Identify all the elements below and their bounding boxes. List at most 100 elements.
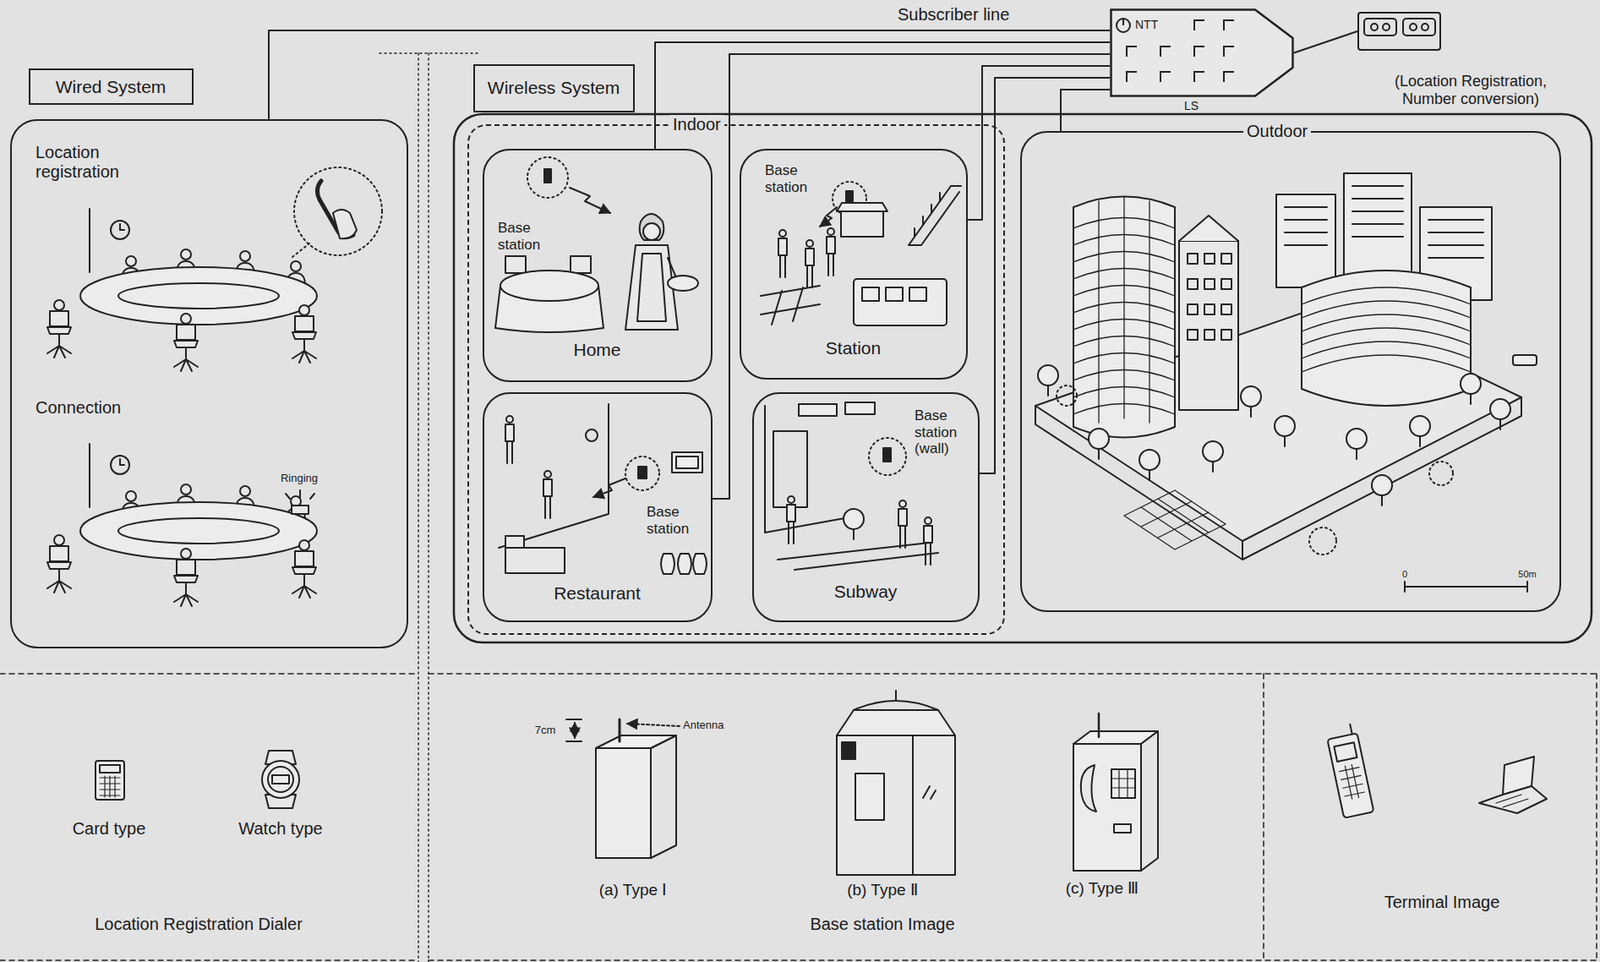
node-sublabel: Base station — [497, 219, 561, 253]
outdoor-scene-part — [1404, 581, 1528, 592]
base-station-images-part — [1141, 731, 1158, 871]
home-scene-part — [570, 256, 591, 274]
restaurant-scene-part — [638, 466, 647, 479]
station-scene-part — [908, 185, 962, 246]
base-station-images-part — [573, 722, 576, 738]
subscriber-line — [655, 42, 1110, 149]
home-scene-part — [639, 213, 665, 241]
subscriber-line — [268, 30, 1110, 120]
base-station-images-part — [627, 723, 680, 727]
line-label: Subscriber line — [897, 5, 1010, 25]
home-scene-part — [500, 270, 599, 301]
annotation-label: Card type — [72, 819, 147, 839]
home-scene-part — [544, 169, 552, 183]
station-scene-part — [885, 287, 903, 301]
outdoor-scene-part — [1179, 240, 1239, 410]
heading-box: Wired System — [28, 68, 194, 105]
base-station-images — [566, 690, 1158, 875]
outdoor-scene-part — [1346, 428, 1367, 459]
node-label: Outdoor — [1243, 121, 1311, 142]
terminal-images-part — [1325, 723, 1374, 819]
subway-scene-part — [798, 404, 837, 416]
conference-room-part-part — [120, 223, 125, 230]
restaurant-scene-part — [585, 429, 598, 442]
node-label: Home — [484, 339, 710, 361]
base-station-images-part — [595, 735, 677, 749]
annotation-label: 0 — [1402, 568, 1408, 580]
station-scene-part — [805, 240, 814, 288]
base-station-images-part — [922, 786, 936, 799]
scene-box: Subway Base station (wall) — [752, 392, 980, 623]
annotation-label: 50m — [1518, 568, 1536, 580]
outdoor-scene-part — [1276, 194, 1336, 288]
node-label: Subway — [753, 581, 978, 602]
outdoor-scene-part — [1179, 215, 1239, 241]
home-scene-part — [667, 275, 699, 291]
base-station-images-part — [618, 719, 622, 742]
conference-room-part — [285, 490, 315, 499]
conference-room-part — [333, 209, 357, 239]
divider-lines-part — [0, 673, 1597, 961]
outdoor-scene-part — [1124, 490, 1226, 550]
station-scene — [760, 181, 962, 326]
subscriber-line — [967, 65, 1110, 220]
annotation-label: Terminal Image — [1384, 892, 1501, 912]
exchange-symbol — [1111, 10, 1294, 97]
subway-scene-part — [898, 500, 907, 548]
subway-scene-part — [868, 437, 907, 476]
outdoor-scene-part — [1490, 398, 1511, 430]
exchange-symbol — [1116, 18, 1131, 33]
station-scene-part — [846, 191, 853, 202]
conference-room-part-part — [47, 311, 71, 358]
dialer-icons-part — [95, 760, 125, 800]
node-label: (Location Registration, Number conversio… — [1373, 72, 1568, 108]
divider-lines — [0, 53, 1597, 962]
terminal-images-part-part — [1349, 724, 1352, 735]
restaurant-scene-part — [593, 478, 626, 497]
station-scene-part — [836, 202, 888, 212]
restaurant-scene-part — [625, 456, 660, 491]
base-station-images-part — [1073, 743, 1142, 871]
database-icon — [1364, 18, 1436, 36]
base-station-images-part — [1081, 764, 1097, 812]
database-icon-part — [1409, 23, 1417, 31]
wireless-panel — [453, 114, 1592, 643]
base-station-images-part — [1097, 713, 1101, 738]
node-label: Wired System — [30, 76, 192, 98]
database-icon-part — [1421, 23, 1429, 31]
divider-lines-part — [379, 53, 480, 962]
conference-room-part-part — [80, 267, 317, 325]
exchange-node: NTTLS — [1109, 8, 1295, 98]
subscriber-line — [1060, 89, 1110, 132]
outdoor-scene — [1035, 173, 1537, 592]
outdoor-scene-part — [1240, 386, 1262, 417]
outdoor-scene-part — [1187, 253, 1232, 340]
terminal-images-part — [1479, 786, 1547, 814]
dialer-icons-part — [99, 764, 121, 773]
restaurant-scene-part — [498, 404, 609, 548]
conference-room-part — [292, 243, 310, 257]
restaurant-scene — [498, 404, 707, 574]
terminal-images-part-part — [1333, 742, 1357, 762]
region-box: IndoorHomeBase stationStationBase statio… — [467, 124, 1005, 635]
database-icon-part — [1364, 18, 1397, 36]
station-scene-part — [914, 192, 940, 237]
conference-room-part-part — [110, 220, 130, 240]
subway-scene-part — [923, 517, 933, 565]
station-scene-part — [853, 278, 947, 326]
station-scene-part — [909, 287, 927, 301]
restaurant-scene-part — [505, 535, 565, 574]
node-sublabel: Base station (wall) — [914, 407, 973, 458]
terminal-images — [1325, 723, 1547, 819]
base-station-images-part — [911, 735, 914, 875]
scene-box: RestaurantBase station — [482, 392, 713, 623]
base-station-images-part — [836, 709, 956, 736]
outdoor-scene-part — [1202, 441, 1224, 472]
database-icon-part — [1382, 23, 1390, 31]
dialer-icons-part — [267, 766, 294, 792]
node-label: Restaurant — [484, 583, 710, 604]
subway-scene — [764, 402, 939, 570]
restaurant-scene-part — [676, 456, 699, 469]
